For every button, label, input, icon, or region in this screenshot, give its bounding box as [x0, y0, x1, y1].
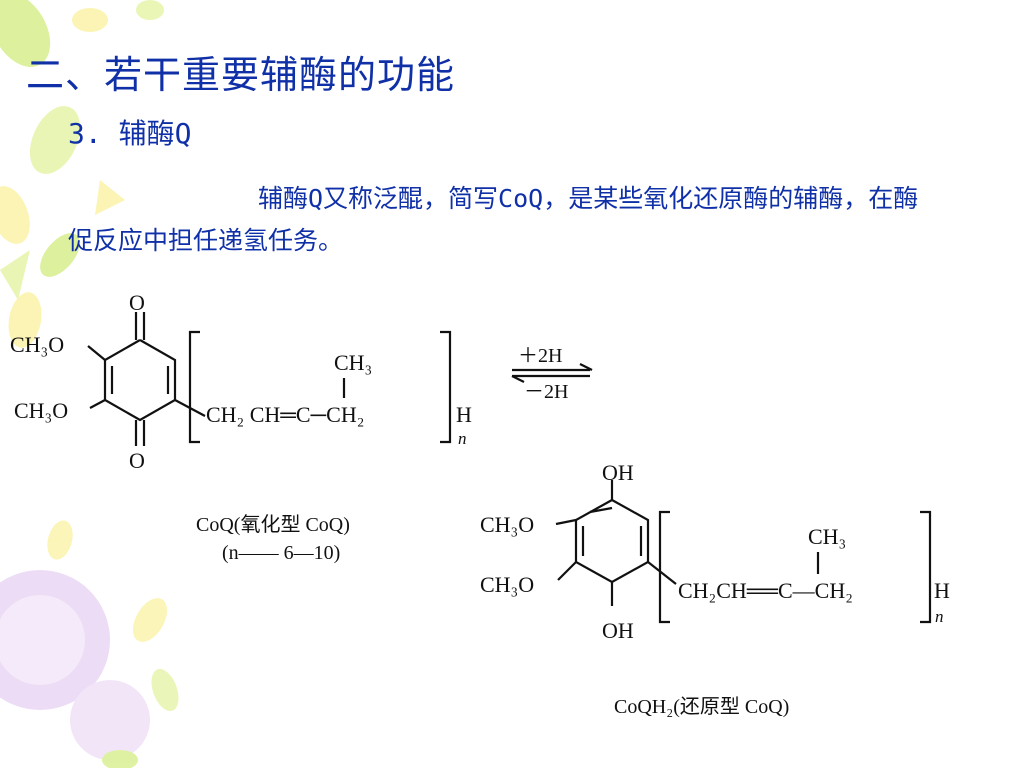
reduced-caption: CoQH₂(还原型 CoQ): [614, 696, 790, 718]
terminal-h: H: [456, 402, 472, 427]
description-paragraph: 辅酶Q又称泛醌，简写CoQ，是某些氧化还原酶的辅酶，在酶促反应中担任递氢任务。: [68, 184, 919, 255]
bracket-right-reduced: [920, 510, 932, 624]
section-subtitle: 3. 辅酶Q: [68, 117, 192, 150]
benzene-ring: [574, 499, 650, 584]
hydroxyl-bottom: OH: [602, 618, 634, 643]
carbonyl-o-top: O: [129, 290, 145, 315]
methyl-group: CH₃: [334, 350, 372, 375]
isoprene-chain: CH₂ CH═C─CH₂: [206, 402, 364, 427]
oxidized-caption: CoQ(氧化型 CoQ): [196, 514, 350, 536]
oxidized-n-range: (n—— 6—10): [222, 542, 341, 564]
isoprene-chain-reduced: CH₂CH══C—CH₂: [678, 578, 853, 603]
leaf-decoration-left: [0, 0, 164, 348]
flower-decoration-bottom-left: [0, 520, 179, 768]
reduced-coqh2-structure: OH OH CH₃O CH₃O CH₂CH══C—CH₂ CH₃ H n: [480, 460, 950, 643]
repeat-n-reduced: n: [935, 607, 944, 626]
methoxy-top: CH₃O: [10, 332, 64, 357]
bracket-right: [440, 330, 452, 444]
forward-label: ＋2H: [518, 345, 562, 367]
repeat-n: n: [458, 429, 467, 448]
methoxy-top-reduced: CH₃O: [480, 512, 534, 537]
slide-title: 二、若干重要辅酶的功能: [26, 53, 456, 97]
coq-reaction-diagram: O O CH₃O CH₃O CH₂ CH═C─CH₂ CH₃ H n ＋2H －…: [10, 290, 950, 643]
reverse-label: －2H: [524, 381, 568, 403]
carbonyl-o-bottom: O: [129, 448, 145, 473]
methoxy-bottom: CH₃O: [14, 398, 68, 423]
hydroxyl-top: OH: [602, 460, 634, 485]
methoxy-bottom-reduced: CH₃O: [480, 572, 534, 597]
bracket-left: [188, 330, 200, 444]
terminal-h-reduced: H: [934, 578, 950, 603]
oxidized-coq-structure: O O CH₃O CH₃O CH₂ CH═C─CH₂ CH₃ H n: [10, 290, 472, 473]
methyl-group-reduced: CH₃: [808, 524, 846, 549]
reversible-reaction-arrow: ＋2H －2H: [511, 345, 593, 403]
bracket-left-reduced: [658, 510, 670, 624]
quinone-ring: [103, 339, 177, 422]
